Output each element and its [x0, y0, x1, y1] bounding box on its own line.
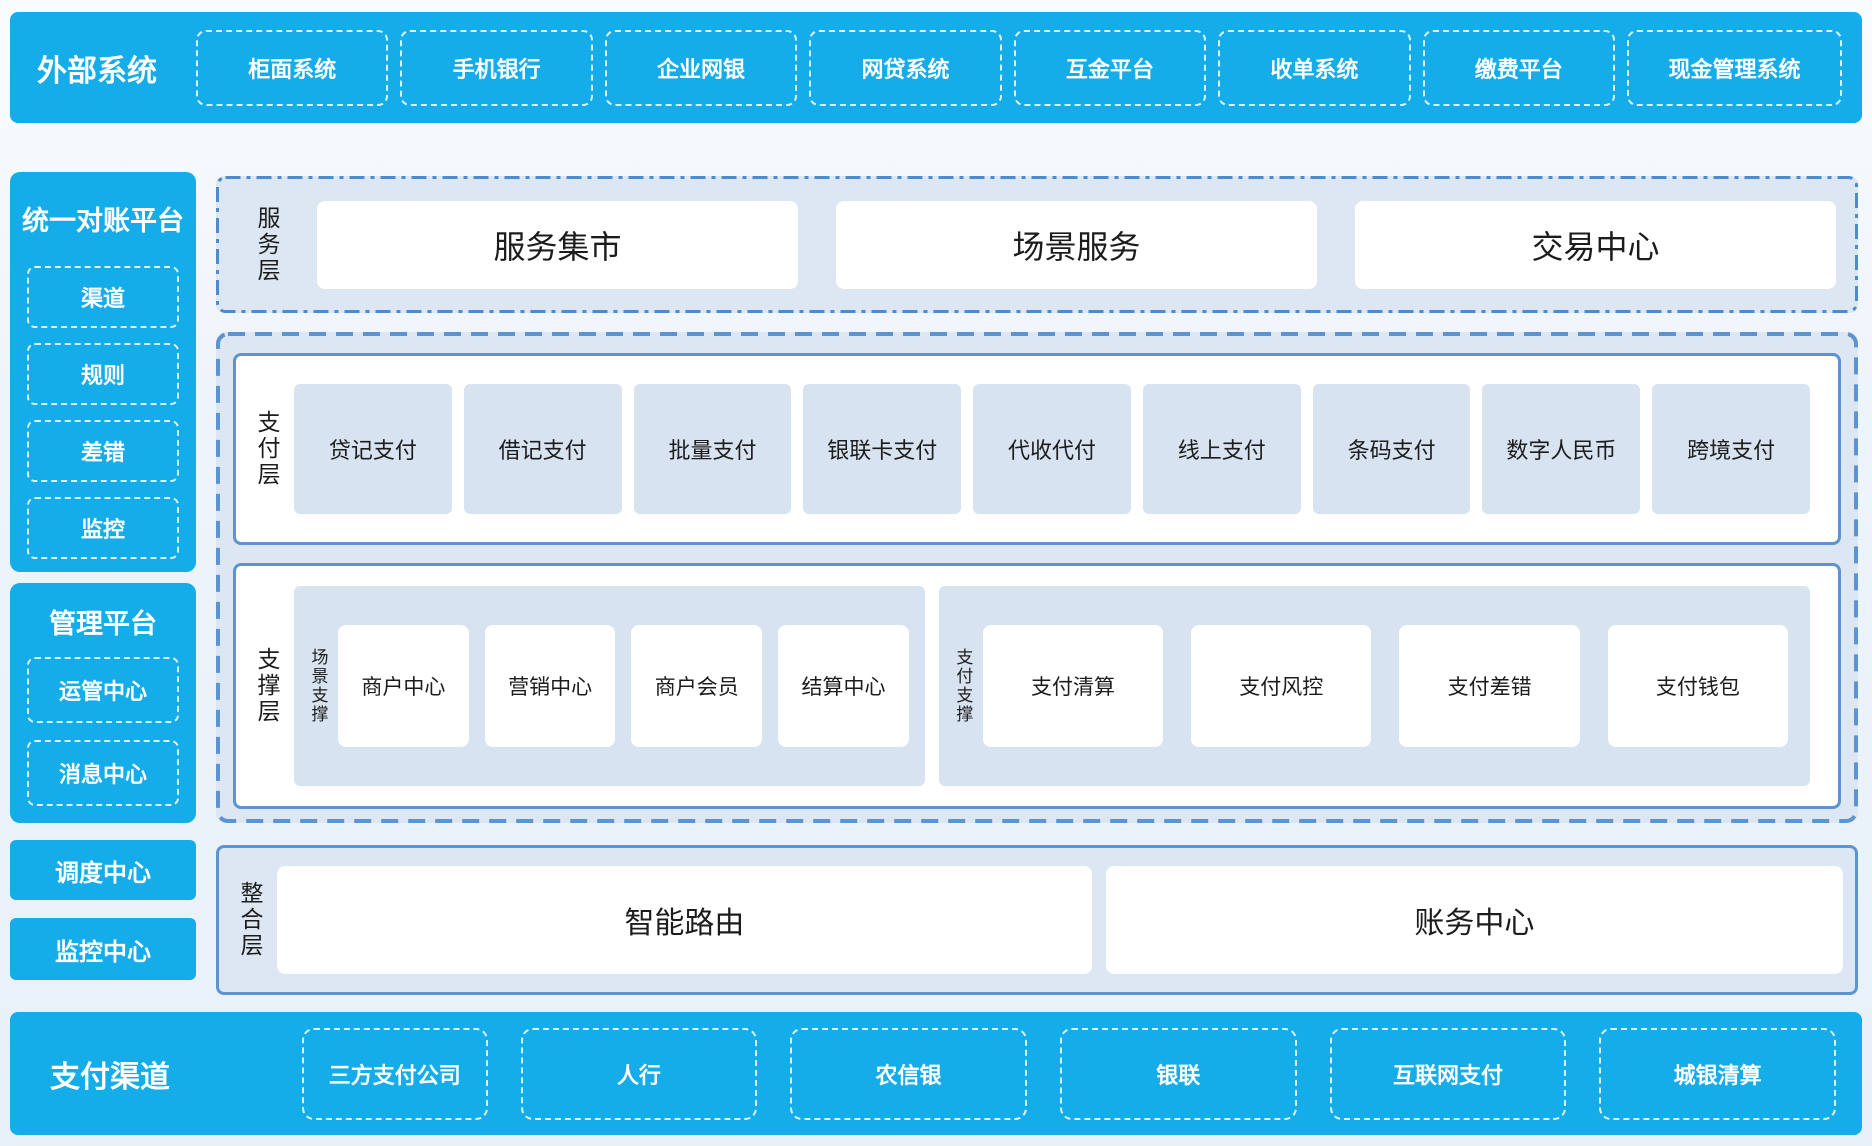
- channel-rural-credit: 农信银: [790, 1027, 1027, 1120]
- management-platform-title: 管理平台: [49, 608, 157, 639]
- sidebar-item-message-center: 消息中心: [27, 740, 179, 806]
- sidebar-item-monitor-center: 监控中心: [10, 918, 196, 980]
- external-systems-bar: 外部系统 柜面系统 手机银行 企业网银 网贷系统 互金平台 收单系统 缴费平台 …: [10, 12, 1862, 123]
- payment-channels-bar: 支付渠道 三方支付公司 人行 农信银 银联 互联网支付 城银清算: [10, 1012, 1862, 1135]
- external-system-item: 缴费平台: [1422, 29, 1615, 106]
- channel-pboc: 人行: [520, 1027, 758, 1120]
- integration-layer-container: 整合层 智能路由 账务中心: [216, 845, 1858, 995]
- support-layer-label: 支撑层: [254, 647, 280, 725]
- payment-layer-label: 支付层: [254, 410, 280, 488]
- support-layer-groups: 场景支撑 商户中心 营销中心 商户会员 结算中心 支付支撑 支付清算 支付风控 …: [280, 586, 1838, 786]
- external-system-item: 收单系统: [1218, 29, 1411, 106]
- node-trade-center: 交易中心: [1355, 200, 1836, 289]
- external-system-item: 手机银行: [400, 29, 593, 106]
- support-layer-box: 支撑层 场景支撑 商户中心 营销中心 商户会员 结算中心 支付支撑 支付清算 支…: [233, 563, 1841, 809]
- node-scene-service: 场景服务: [836, 200, 1317, 289]
- node-unionpay-card-payment: 银联卡支付: [803, 384, 962, 514]
- channel-unionpay: 银联: [1059, 1027, 1297, 1120]
- reconciliation-platform-panel: 统一对账平台 渠道 规则 差错 监控: [10, 172, 196, 572]
- external-systems-label: 外部系统: [37, 54, 157, 88]
- payment-support-label: 支付支撑: [953, 648, 973, 724]
- integration-layer-label: 整合层: [237, 881, 263, 959]
- node-accounting-center: 账务中心: [1105, 866, 1843, 974]
- node-merchant-center: 商户中心: [338, 625, 469, 747]
- node-collection-payment: 代收代付: [973, 384, 1131, 514]
- node-batch-payment: 批量支付: [633, 384, 792, 514]
- node-online-payment: 线上支付: [1142, 384, 1301, 514]
- node-debit-payment: 借记支付: [463, 384, 622, 514]
- reconciliation-platform-items: 渠道 规则 差错 监控: [27, 266, 179, 559]
- node-payment-clearing: 支付清算: [982, 625, 1164, 747]
- node-settlement-center: 结算中心: [778, 625, 909, 747]
- scene-support-items: 商户中心 营销中心 商户会员 结算中心: [328, 625, 925, 747]
- payment-support-group: 支付支撑 支付清算 支付风控 支付差错 支付钱包: [938, 586, 1810, 786]
- service-layer-items: 服务集市 场景服务 交易中心: [280, 200, 1858, 289]
- node-smart-routing: 智能路由: [277, 866, 1092, 974]
- channel-internet-payment: 互联网支付: [1329, 1027, 1567, 1120]
- service-layer-label: 服务层: [254, 205, 280, 284]
- channel-city-bank-clearing: 城银清算: [1599, 1027, 1837, 1120]
- node-payment-wallet: 支付钱包: [1607, 625, 1789, 747]
- payment-support-items: 支付清算 支付风控 支付差错 支付钱包: [973, 625, 1810, 747]
- sidebar-item-error: 差错: [27, 420, 179, 482]
- scene-support-label: 场景支撑: [308, 648, 328, 724]
- external-system-item: 柜面系统: [196, 29, 389, 106]
- payment-layer-items: 贷记支付 借记支付 批量支付 银联卡支付 代收代付 线上支付 条码支付 数字人民…: [280, 384, 1838, 514]
- payment-channels-items: 三方支付公司 人行 农信银 银联 互联网支付 城银清算: [302, 1027, 1837, 1120]
- node-service-market: 服务集市: [317, 200, 798, 289]
- external-system-item: 企业网银: [604, 29, 798, 106]
- node-payment-error: 支付差错: [1399, 625, 1580, 747]
- sidebar-item-monitor: 监控: [27, 497, 179, 559]
- management-platform-panel: 管理平台 运管中心 消息中心: [10, 583, 196, 823]
- sidebar-item-rule: 规则: [27, 343, 179, 405]
- scene-support-group: 场景支撑 商户中心 营销中心 商户会员 结算中心: [294, 586, 925, 786]
- sidebar-item-channel: 渠道: [27, 266, 179, 328]
- sidebar-item-dispatch-center: 调度中心: [10, 840, 196, 900]
- channel-third-party: 三方支付公司: [302, 1027, 488, 1120]
- node-crossborder-payment: 跨境支付: [1652, 384, 1811, 514]
- node-payment-risk-control: 支付风控: [1191, 625, 1372, 747]
- core-layers-container: 支付层 贷记支付 借记支付 批量支付 银联卡支付 代收代付 线上支付 条码支付 …: [216, 332, 1858, 823]
- payment-channels-label: 支付渠道: [50, 1060, 170, 1094]
- external-system-item: 现金管理系统: [1626, 29, 1842, 106]
- service-layer-container: 服务层 服务集市 场景服务 交易中心: [216, 176, 1858, 313]
- node-barcode-payment: 条码支付: [1312, 384, 1471, 514]
- node-marketing-center: 营销中心: [484, 625, 616, 747]
- node-digital-rmb: 数字人民币: [1482, 384, 1641, 514]
- payment-layer-box: 支付层 贷记支付 借记支付 批量支付 银联卡支付 代收代付 线上支付 条码支付 …: [233, 353, 1841, 545]
- reconciliation-platform-title: 统一对账平台: [22, 205, 184, 236]
- external-system-item: 互金平台: [1013, 29, 1207, 106]
- external-systems-items: 柜面系统 手机银行 企业网银 网贷系统 互金平台 收单系统 缴费平台 现金管理系…: [196, 29, 1842, 106]
- node-credit-payment: 贷记支付: [294, 384, 452, 514]
- node-merchant-member: 商户会员: [631, 625, 763, 747]
- sidebar-item-operation-center: 运管中心: [27, 657, 179, 723]
- integration-layer-items: 智能路由 账务中心: [263, 866, 1855, 974]
- management-platform-items: 运管中心 消息中心: [27, 657, 179, 806]
- external-system-item: 网贷系统: [809, 29, 1002, 106]
